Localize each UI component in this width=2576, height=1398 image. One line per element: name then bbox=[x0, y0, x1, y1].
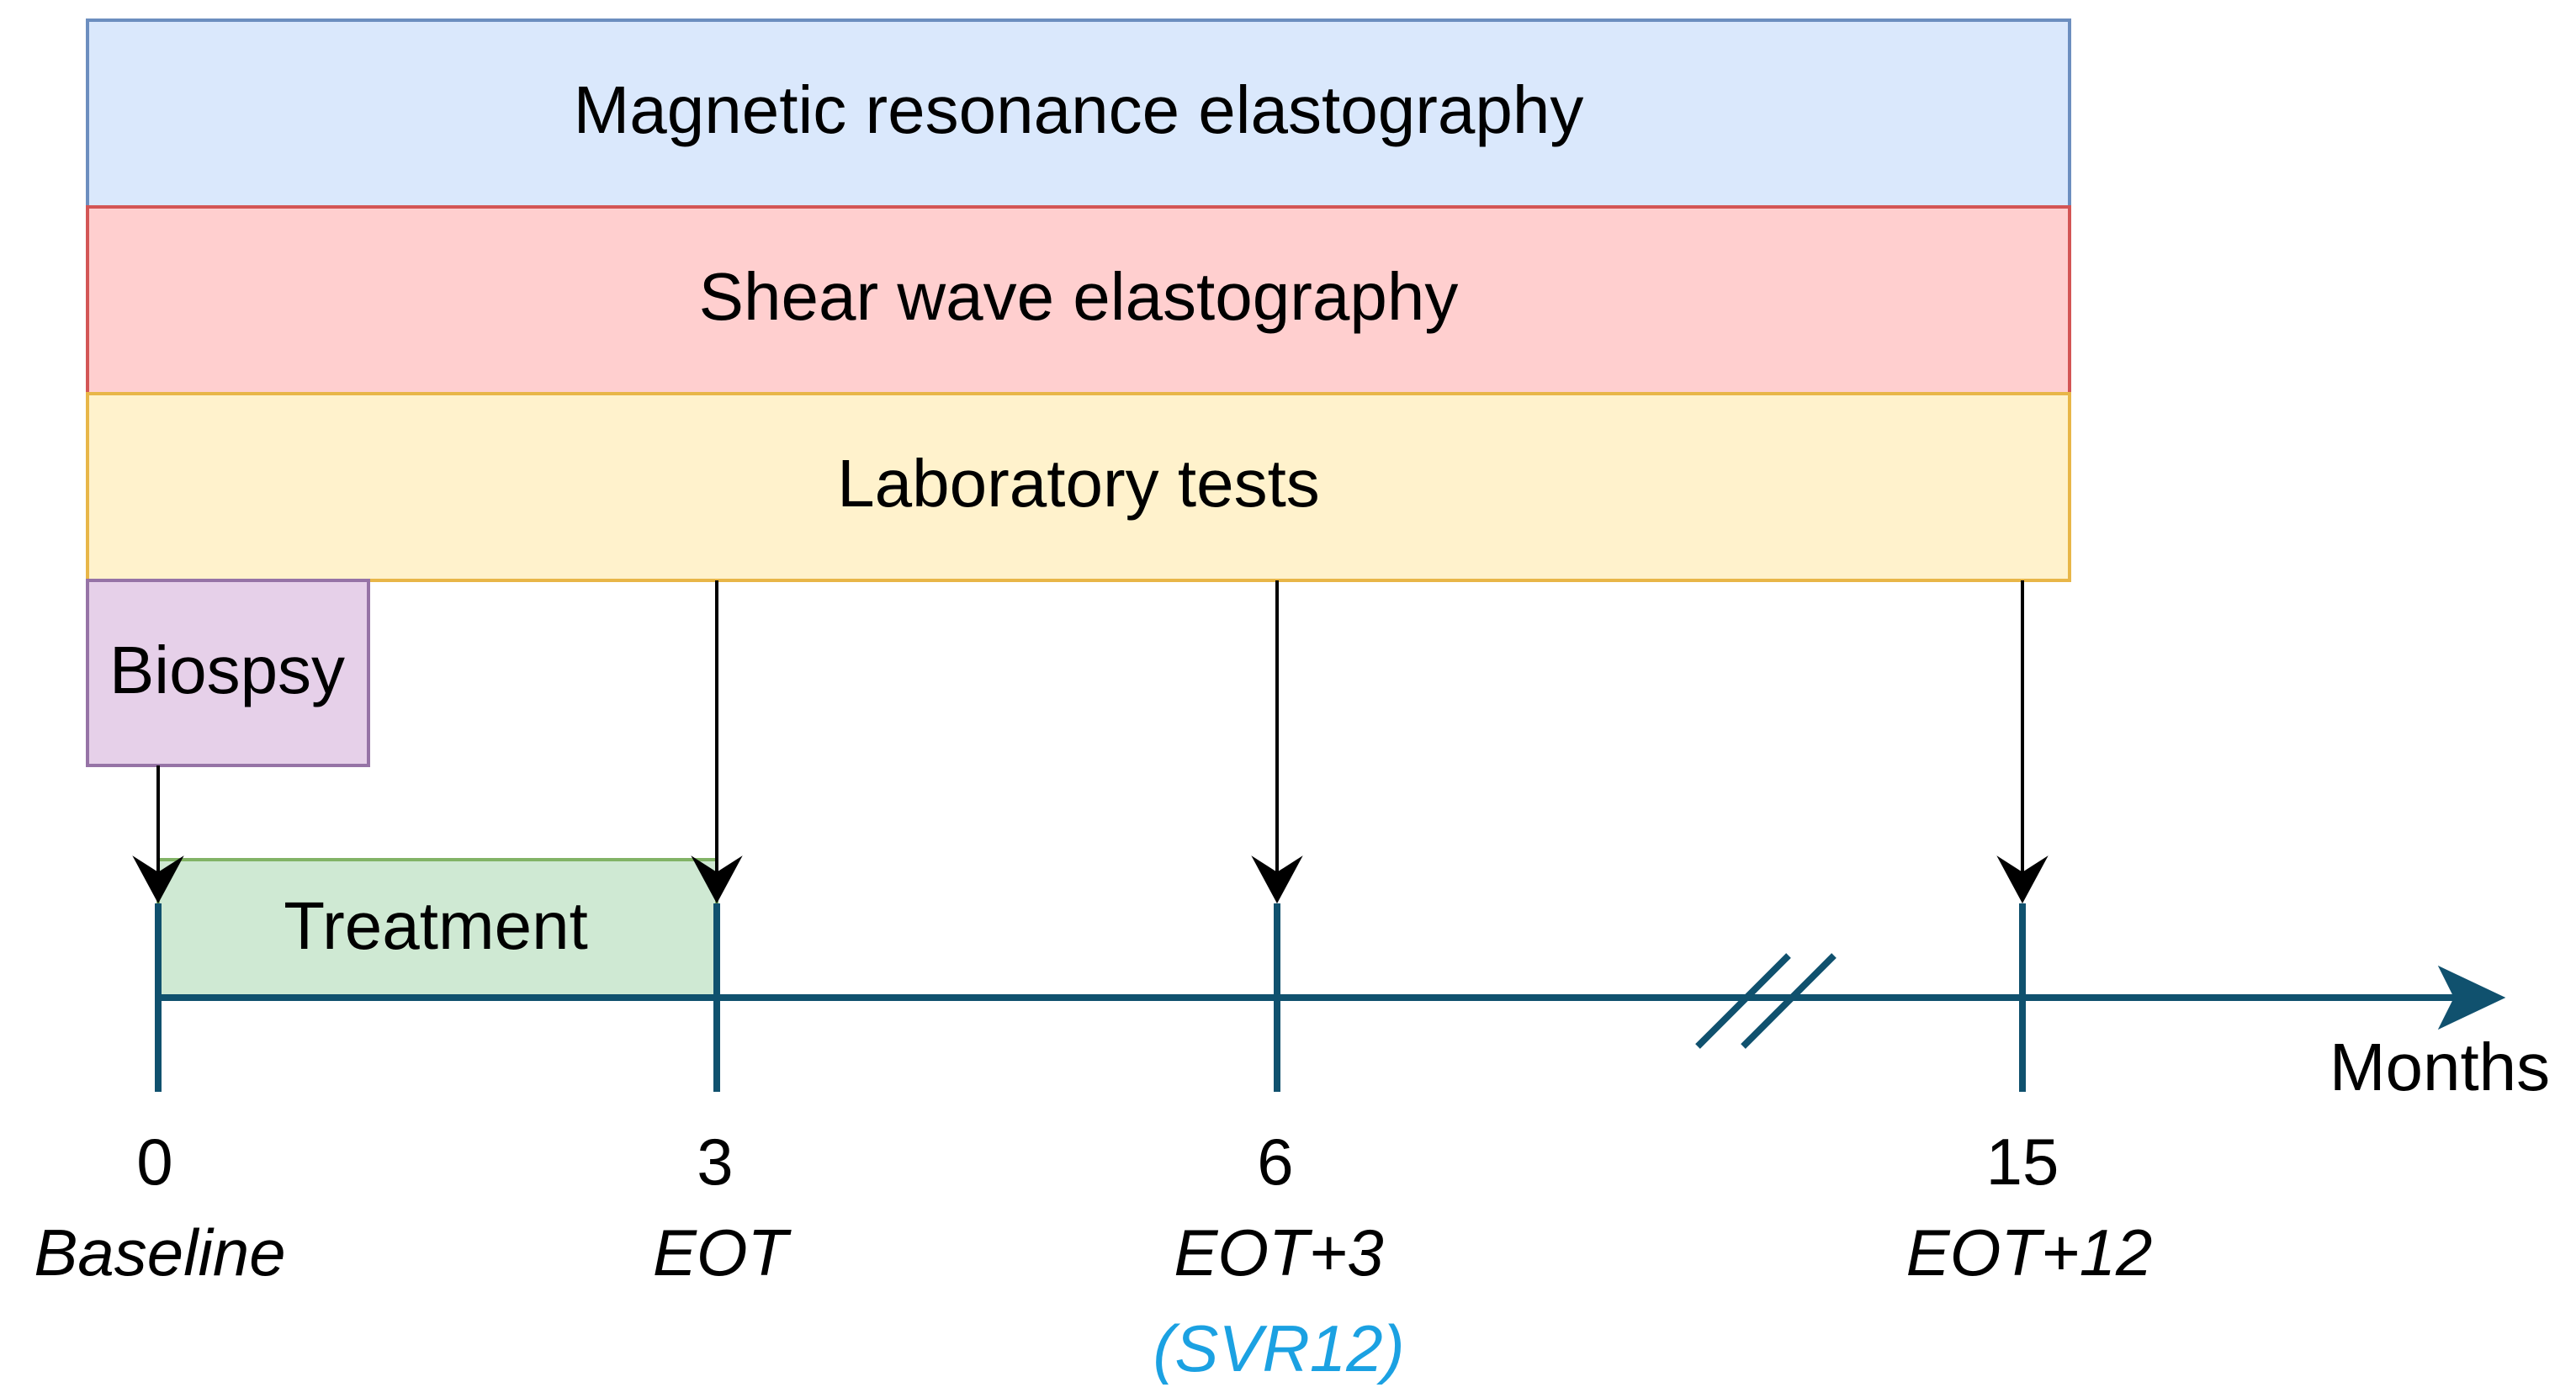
mre-band-label: Magnetic resonance elastography bbox=[574, 72, 1584, 147]
biopsy-box: Biospsy bbox=[86, 579, 370, 767]
timeline-axis bbox=[155, 903, 2506, 1092]
axis-arrowhead bbox=[2437, 965, 2506, 1030]
treatment-label: Treatment bbox=[284, 888, 588, 963]
tick-sub-eot-3: EOT+3 bbox=[1174, 1215, 1383, 1289]
arrow-eot bbox=[691, 580, 743, 904]
swe-band-box bbox=[86, 205, 2071, 395]
tick-value-15: 15 bbox=[1986, 1125, 2059, 1199]
tick-labels: 0 Baseline 3 EOT 6 EOT+3 (SVR12) 15 EOT+… bbox=[34, 1125, 2152, 1385]
tick-value-3: 3 bbox=[697, 1125, 733, 1199]
tick-value-0: 0 bbox=[136, 1125, 172, 1199]
measurement-arrows bbox=[132, 580, 2049, 904]
biopsy-label: Biospsy bbox=[109, 633, 345, 707]
tick-sub-eot-12: EOT+12 bbox=[1906, 1215, 2153, 1289]
tick-sub-baseline: Baseline bbox=[34, 1215, 285, 1289]
tick-note-svr12: (SVR12) bbox=[1153, 1311, 1404, 1385]
mre-band: Magnetic resonance elastography bbox=[86, 19, 2071, 209]
swe-band: Shear wave elastography bbox=[86, 205, 2071, 395]
mre-band-box bbox=[86, 19, 2071, 209]
axis-label-months: Months bbox=[2330, 1030, 2550, 1104]
arrow-baseline bbox=[132, 765, 184, 904]
arrow-eot-12 bbox=[1996, 580, 2049, 904]
tick-sub-eot: EOT bbox=[653, 1215, 792, 1289]
treatment-box: Treatment bbox=[156, 858, 718, 998]
biopsy-rect bbox=[86, 579, 370, 767]
lab-band: Laboratory tests bbox=[86, 392, 2071, 582]
tick-value-6: 6 bbox=[1257, 1125, 1293, 1199]
swe-band-label: Shear wave elastography bbox=[699, 259, 1459, 334]
lab-band-box bbox=[86, 392, 2071, 582]
lab-band-label: Laboratory tests bbox=[837, 446, 1320, 521]
arrow-eot-3 bbox=[1251, 580, 1303, 904]
axis-break-mark bbox=[1695, 953, 1837, 1049]
